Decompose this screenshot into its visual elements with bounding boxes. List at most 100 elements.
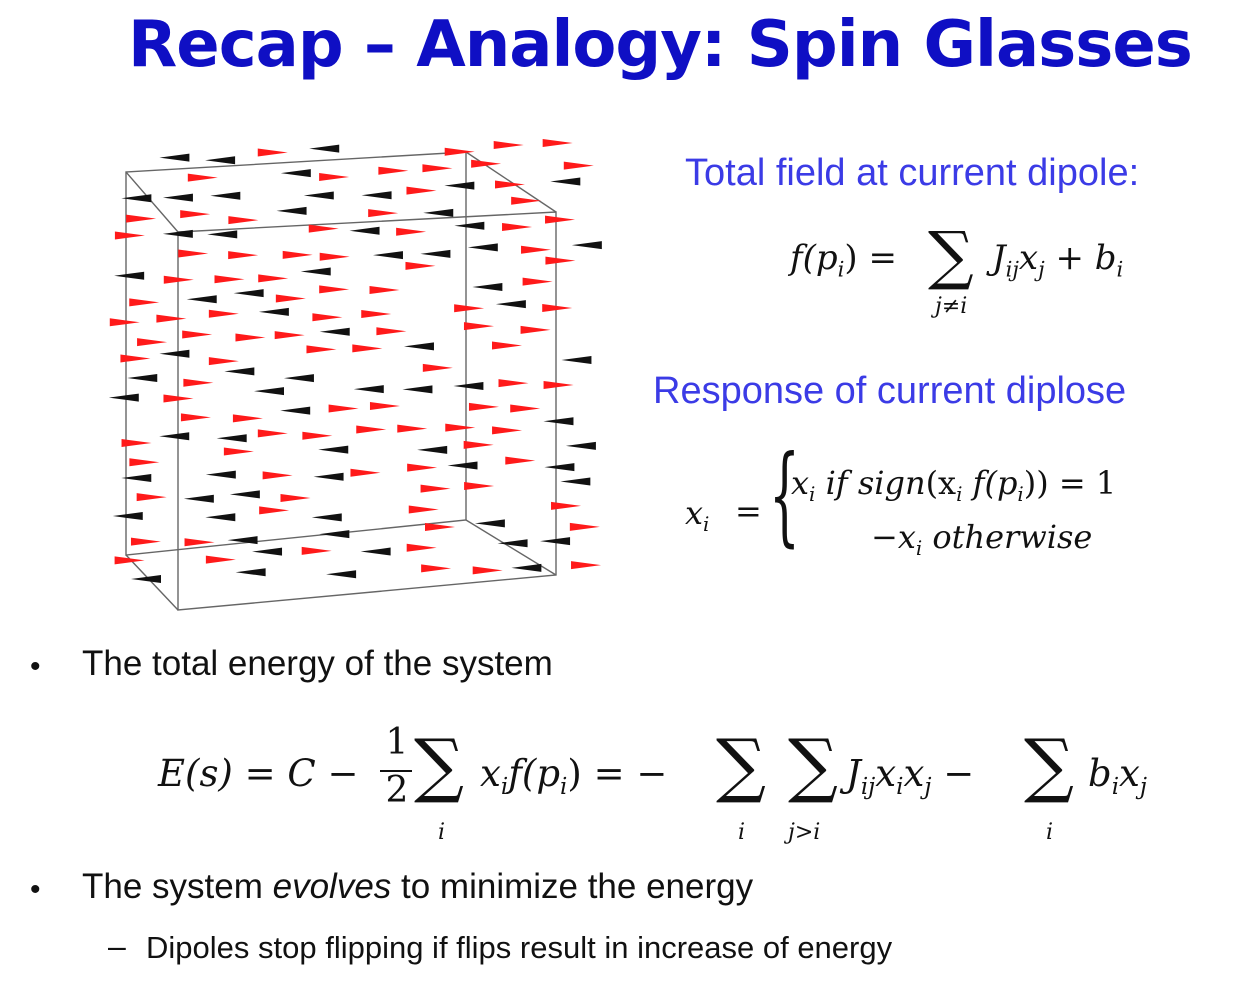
dipole-arrow-black: [205, 513, 236, 522]
dipole-arrow-red: [228, 216, 259, 225]
dipole-arrow-red: [407, 463, 438, 472]
dipole-arrow-black: [205, 156, 236, 165]
dipole-arrow-red: [444, 147, 475, 156]
dipole-arrow-red: [302, 431, 333, 440]
dipole-arrow-black: [258, 307, 289, 316]
dipole-arrow-black: [207, 230, 238, 239]
dipole-arrow-black: [550, 177, 581, 186]
dipole-arrow-black: [216, 434, 247, 443]
bullet-marker: •: [30, 650, 41, 683]
sub-bullet-dipoles: Dipoles stop flipping if flips result in…: [146, 930, 893, 965]
dipole-arrow-red: [522, 277, 553, 286]
dipole-arrow-red: [275, 294, 306, 303]
dipole-arrow-red: [396, 227, 427, 236]
dipole-arrow-black: [300, 267, 331, 276]
dipole-arrow-red: [282, 250, 313, 259]
dipole-arrow-red: [178, 249, 209, 258]
dipole-arrow-black: [235, 568, 266, 577]
dipole-arrow-black: [361, 191, 392, 200]
dipole-arrow-red: [471, 159, 502, 168]
dipole-arrow-red: [454, 304, 485, 313]
dipole-arrow-red: [205, 555, 236, 564]
dipole-arrow-black: [229, 490, 260, 499]
dipole-arrow-red: [262, 471, 293, 480]
dipole-arrow-black: [130, 575, 161, 584]
dipole-arrow-black: [565, 441, 596, 450]
dipole-arrow-black: [108, 393, 139, 402]
lattice-cube-frame: [125, 151, 557, 611]
dipole-arrow-red: [422, 363, 453, 372]
dipole-arrow-red: [405, 261, 436, 270]
dipole-arrow-black: [283, 374, 314, 383]
dipole-arrow-black: [186, 295, 217, 304]
dipole-arrow-red: [180, 413, 211, 422]
dipole-arrow-red: [543, 380, 574, 389]
dipole-arrow-red: [109, 318, 140, 327]
dipole-arrow-black: [353, 385, 384, 394]
dipole-arrow-red: [463, 440, 494, 449]
dipole-arrow-red: [235, 333, 266, 342]
dipole-arrow-black: [280, 406, 311, 415]
slide-title: Recap – Analogy: Spin Glasses: [128, 8, 1193, 82]
dipole-arrow-red: [378, 166, 409, 175]
dipole-arrow-red: [208, 357, 239, 366]
response-equation: xi = { xi if sign(xi f(pi)) = 1 −xi othe…: [685, 433, 1117, 560]
sum-symbol: ∑: [414, 724, 464, 806]
dipole-arrow-black: [540, 537, 571, 546]
dipole-arrow-black: [162, 193, 193, 202]
dipole-arrow-red: [129, 458, 160, 467]
dipole-arrow-black: [560, 477, 591, 486]
dipole-arrow-black: [313, 472, 344, 481]
dipole-arrow-red: [498, 379, 529, 388]
dipole-arrow-black: [227, 536, 258, 545]
dipole-arrow-black: [571, 241, 602, 250]
dipole-arrow-black: [210, 191, 241, 200]
heading-total-field: Total field at current dipole:: [685, 152, 1140, 194]
dipole-arrow-red: [545, 215, 576, 224]
dipole-arrow-red: [369, 402, 400, 411]
dipole-arrow-black: [454, 221, 485, 230]
dipole-arrow-red: [259, 506, 290, 515]
spin-glass-lattice-illustration: [108, 138, 602, 611]
dipole-arrow-red: [376, 327, 407, 336]
bullet-system-evolves: The system evolves to minimize the energ…: [82, 867, 754, 906]
dipole-arrow-red: [223, 447, 254, 456]
dipole-arrows: [108, 138, 602, 584]
dipole-arrow-red: [492, 426, 523, 435]
bullet-marker: •: [30, 873, 41, 906]
dipole-arrow-red: [114, 231, 145, 240]
dipole-arrow-red: [319, 285, 350, 294]
dipole-arrow-black: [254, 387, 285, 396]
dipole-arrow-black: [114, 271, 145, 280]
dipole-arrow-black: [544, 463, 575, 472]
dipole-arrow-black: [403, 342, 434, 351]
dipole-arrow-red: [312, 313, 343, 322]
dipole-arrow-black: [423, 208, 454, 217]
dipole-arrow-black: [205, 470, 236, 479]
dipole-arrow-red: [510, 404, 541, 413]
dipole-arrow-red: [257, 429, 288, 438]
dipole-arrow-red: [356, 425, 387, 434]
dipole-arrow-black: [159, 153, 190, 162]
sub-bullet-marker: –: [108, 928, 126, 964]
dipole-arrow-red: [280, 493, 311, 502]
dipole-arrow-red: [502, 222, 533, 231]
dipole-arrow-red: [350, 468, 381, 477]
dipole-arrow-red: [464, 482, 495, 491]
dipole-arrow-black: [252, 547, 283, 556]
dipole-arrow-black: [474, 519, 505, 528]
dipole-arrow-red: [232, 414, 263, 423]
dipole-arrow-red: [361, 310, 392, 319]
dipole-arrow-red: [397, 424, 428, 433]
dipole-arrow-red: [420, 484, 451, 493]
dipole-arrow-black: [453, 381, 484, 390]
dipole-arrow-red: [306, 345, 337, 354]
dipole-arrow-red: [187, 173, 218, 182]
dipole-arrow-red: [208, 309, 239, 318]
dipole-arrow-red: [569, 522, 600, 531]
sum-symbol: ∑: [716, 724, 766, 806]
dipole-arrow-red: [369, 286, 400, 295]
dipole-arrow-red: [130, 537, 161, 546]
dipole-arrow-red: [408, 505, 439, 514]
dipole-arrow-black: [319, 530, 350, 539]
